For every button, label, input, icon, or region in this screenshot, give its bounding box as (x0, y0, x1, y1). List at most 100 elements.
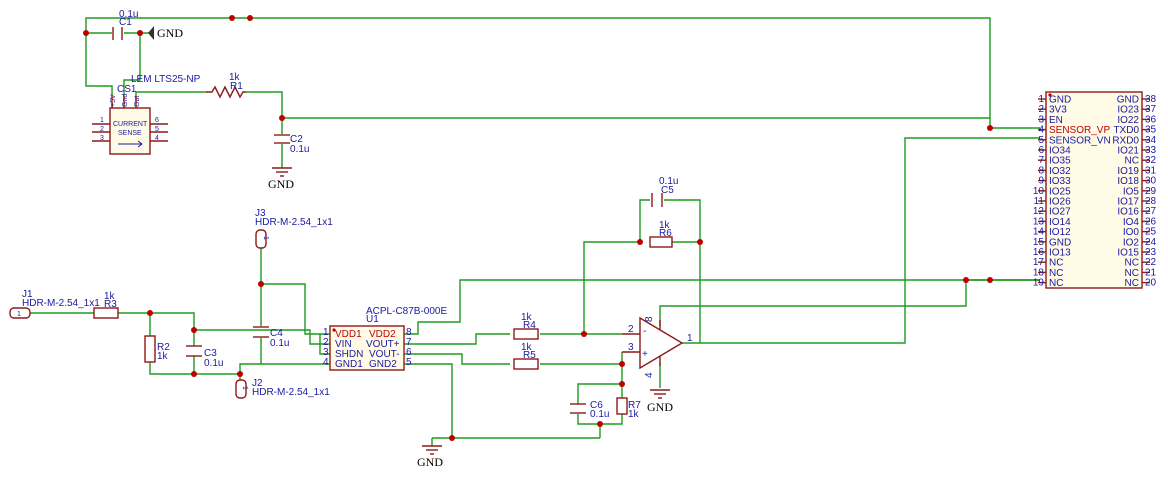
esp32-right-pin-label: IO4 (1123, 217, 1140, 228)
esp32-left-pin-label: IO12 (1049, 227, 1071, 238)
resistor-r2[interactable]: R2 1k (144, 335, 170, 363)
op-amp[interactable]: - + 2 3 1 8 4 (622, 316, 693, 378)
wire-j3 (260, 248, 330, 335)
arrow-right-icon (118, 140, 143, 148)
u1-left-pin-label: VIN (335, 339, 352, 350)
resistor-r4[interactable]: 1k R4 (513, 312, 539, 340)
junction (258, 281, 264, 287)
gnd-label: GND (157, 26, 183, 40)
cs1-body-text-1: CURRENT (113, 121, 148, 128)
esp32-right-pin-num: 21 (1145, 267, 1157, 278)
header-j3[interactable]: J3 HDR-M-2.54_1x1 1 (255, 208, 333, 249)
r3-body (93, 307, 119, 319)
resistor-r6[interactable]: 1k R6 (649, 220, 673, 248)
resistor-r7[interactable]: R7 1k (616, 397, 641, 420)
r7-body (616, 397, 628, 415)
capacitor-c4[interactable]: C4 0.1u (253, 326, 289, 349)
esp32-left-pin-label: NC (1049, 258, 1063, 269)
wire-r2-bot (149, 362, 194, 375)
esp32-right-pin-label: NC (1125, 268, 1139, 279)
esp32-right-pin-label: IO15 (1117, 248, 1139, 259)
r4-ref: R4 (523, 320, 536, 331)
wire-cs1-gnd (123, 33, 141, 96)
esp32-right-pin-num: 24 (1145, 237, 1157, 248)
esp32-right-pin-label: IO19 (1117, 166, 1139, 177)
esp32-body (1045, 91, 1143, 289)
esp32-right-pin-label: IO5 (1123, 186, 1140, 197)
cs1-pin-num: 3 (100, 135, 104, 142)
esp32-right-pin-label: NC (1125, 258, 1139, 269)
u1-right-pin-label: GND2 (369, 359, 397, 370)
ground-symbol-opamp: GND (647, 389, 673, 414)
opamp-plus: + (642, 349, 648, 360)
ground-symbol-c1: GND (148, 26, 183, 40)
r4-value: 1k (521, 312, 533, 323)
c2-ref: C2 (290, 134, 303, 145)
c4-value: 0.1u (270, 338, 289, 349)
capacitor-c6[interactable]: C6 0.1u (570, 400, 609, 420)
junction (137, 30, 143, 36)
u1-value: ACPL-C87B-000E (366, 306, 447, 317)
esp32-left-pin-num: 15 (1033, 237, 1045, 248)
wire-opamp-vcc (659, 280, 967, 326)
r6-value: 1k (659, 220, 671, 231)
junction (83, 30, 89, 36)
esp32-right-pin-num: 34 (1145, 135, 1157, 146)
wire-top-rail (85, 17, 1040, 129)
gnd-label: GND (417, 455, 443, 469)
r6-ref: R6 (659, 228, 672, 239)
junctions (83, 15, 993, 441)
junction (987, 125, 993, 131)
ground-symbol-c2: GND (268, 167, 294, 191)
esp32-left-pin-label: IO26 (1049, 197, 1071, 208)
cs1-pin-num: 2 (100, 126, 104, 133)
c2-value: 0.1u (290, 144, 309, 155)
capacitor-c3[interactable]: C3 0.1u (186, 345, 223, 369)
capacitor-c2[interactable]: C2 0.1u (274, 134, 309, 155)
esp32-right-pin-label: IO17 (1117, 197, 1139, 208)
gnd-arrow-icon (148, 26, 154, 40)
esp32-left-pin-num: 1 (1038, 94, 1044, 105)
capacitor-c1[interactable]: 0.1u C1 (112, 9, 138, 40)
header-j1[interactable]: J1 HDR-M-2.54_1x1 1 (9, 289, 100, 319)
junction (637, 239, 643, 245)
current-sensor-cs1[interactable]: LEM LTS25-NP CS1 +5V Gnd Out CURRENT SEN… (92, 74, 201, 155)
esp32-left-pin-label: IO25 (1049, 186, 1071, 197)
cs1-ref: CS1 (117, 84, 137, 95)
resistor-r1[interactable]: 1k R1 (206, 72, 246, 99)
wires (30, 17, 1040, 446)
esp32-right-pin-label: IO2 (1123, 237, 1140, 248)
wire-r3-vin (150, 312, 330, 345)
junction (619, 381, 625, 387)
isolation-amplifier-u1[interactable]: ACPL-C87B-000E U1 1 VDD1 2 VIN 3 SHDN 4 … (323, 306, 447, 371)
j2-ref: J2 (252, 378, 263, 389)
esp32-right-pin-label: IO16 (1117, 207, 1139, 218)
esp32-right-pin-label: IO22 (1117, 115, 1139, 126)
cs1-pin-num: 1 (100, 117, 104, 124)
esp32-right-pin-label: IO0 (1123, 227, 1140, 238)
u1-left-pin-num: 4 (323, 357, 329, 368)
resistor-r5[interactable]: 1k R5 (513, 342, 539, 370)
esp32-left-pin-label: SENSOR_VP (1049, 125, 1110, 136)
junction (987, 277, 993, 283)
r4-body (513, 328, 539, 340)
esp32-right-pin-label: NC (1125, 156, 1139, 167)
esp32-left-pin-num: 10 (1033, 186, 1045, 197)
wire-r1-out (246, 91, 990, 119)
u1-right-pin-num: 5 (406, 357, 412, 368)
pin1-marker-icon (332, 328, 336, 332)
c3-value: 0.1u (204, 358, 223, 369)
junction (191, 327, 197, 333)
esp32-left-pin-num: 3 (1038, 114, 1044, 125)
resistor-r3[interactable]: 1k R3 (93, 291, 119, 319)
j3-value: HDR-M-2.54_1x1 (255, 217, 333, 228)
esp32-left-pin-num: 18 (1033, 267, 1045, 278)
wire-c6-r7 (577, 364, 623, 438)
capacitor-c5[interactable]: 0.1u C5 (651, 176, 678, 207)
u1-body (329, 325, 405, 371)
r2-body (144, 335, 156, 363)
opamp-pin-num: 4 (644, 372, 655, 378)
header-j2[interactable]: 1 J2 HDR-M-2.54_1x1 (235, 378, 330, 399)
r1-value: 1k (229, 72, 241, 83)
